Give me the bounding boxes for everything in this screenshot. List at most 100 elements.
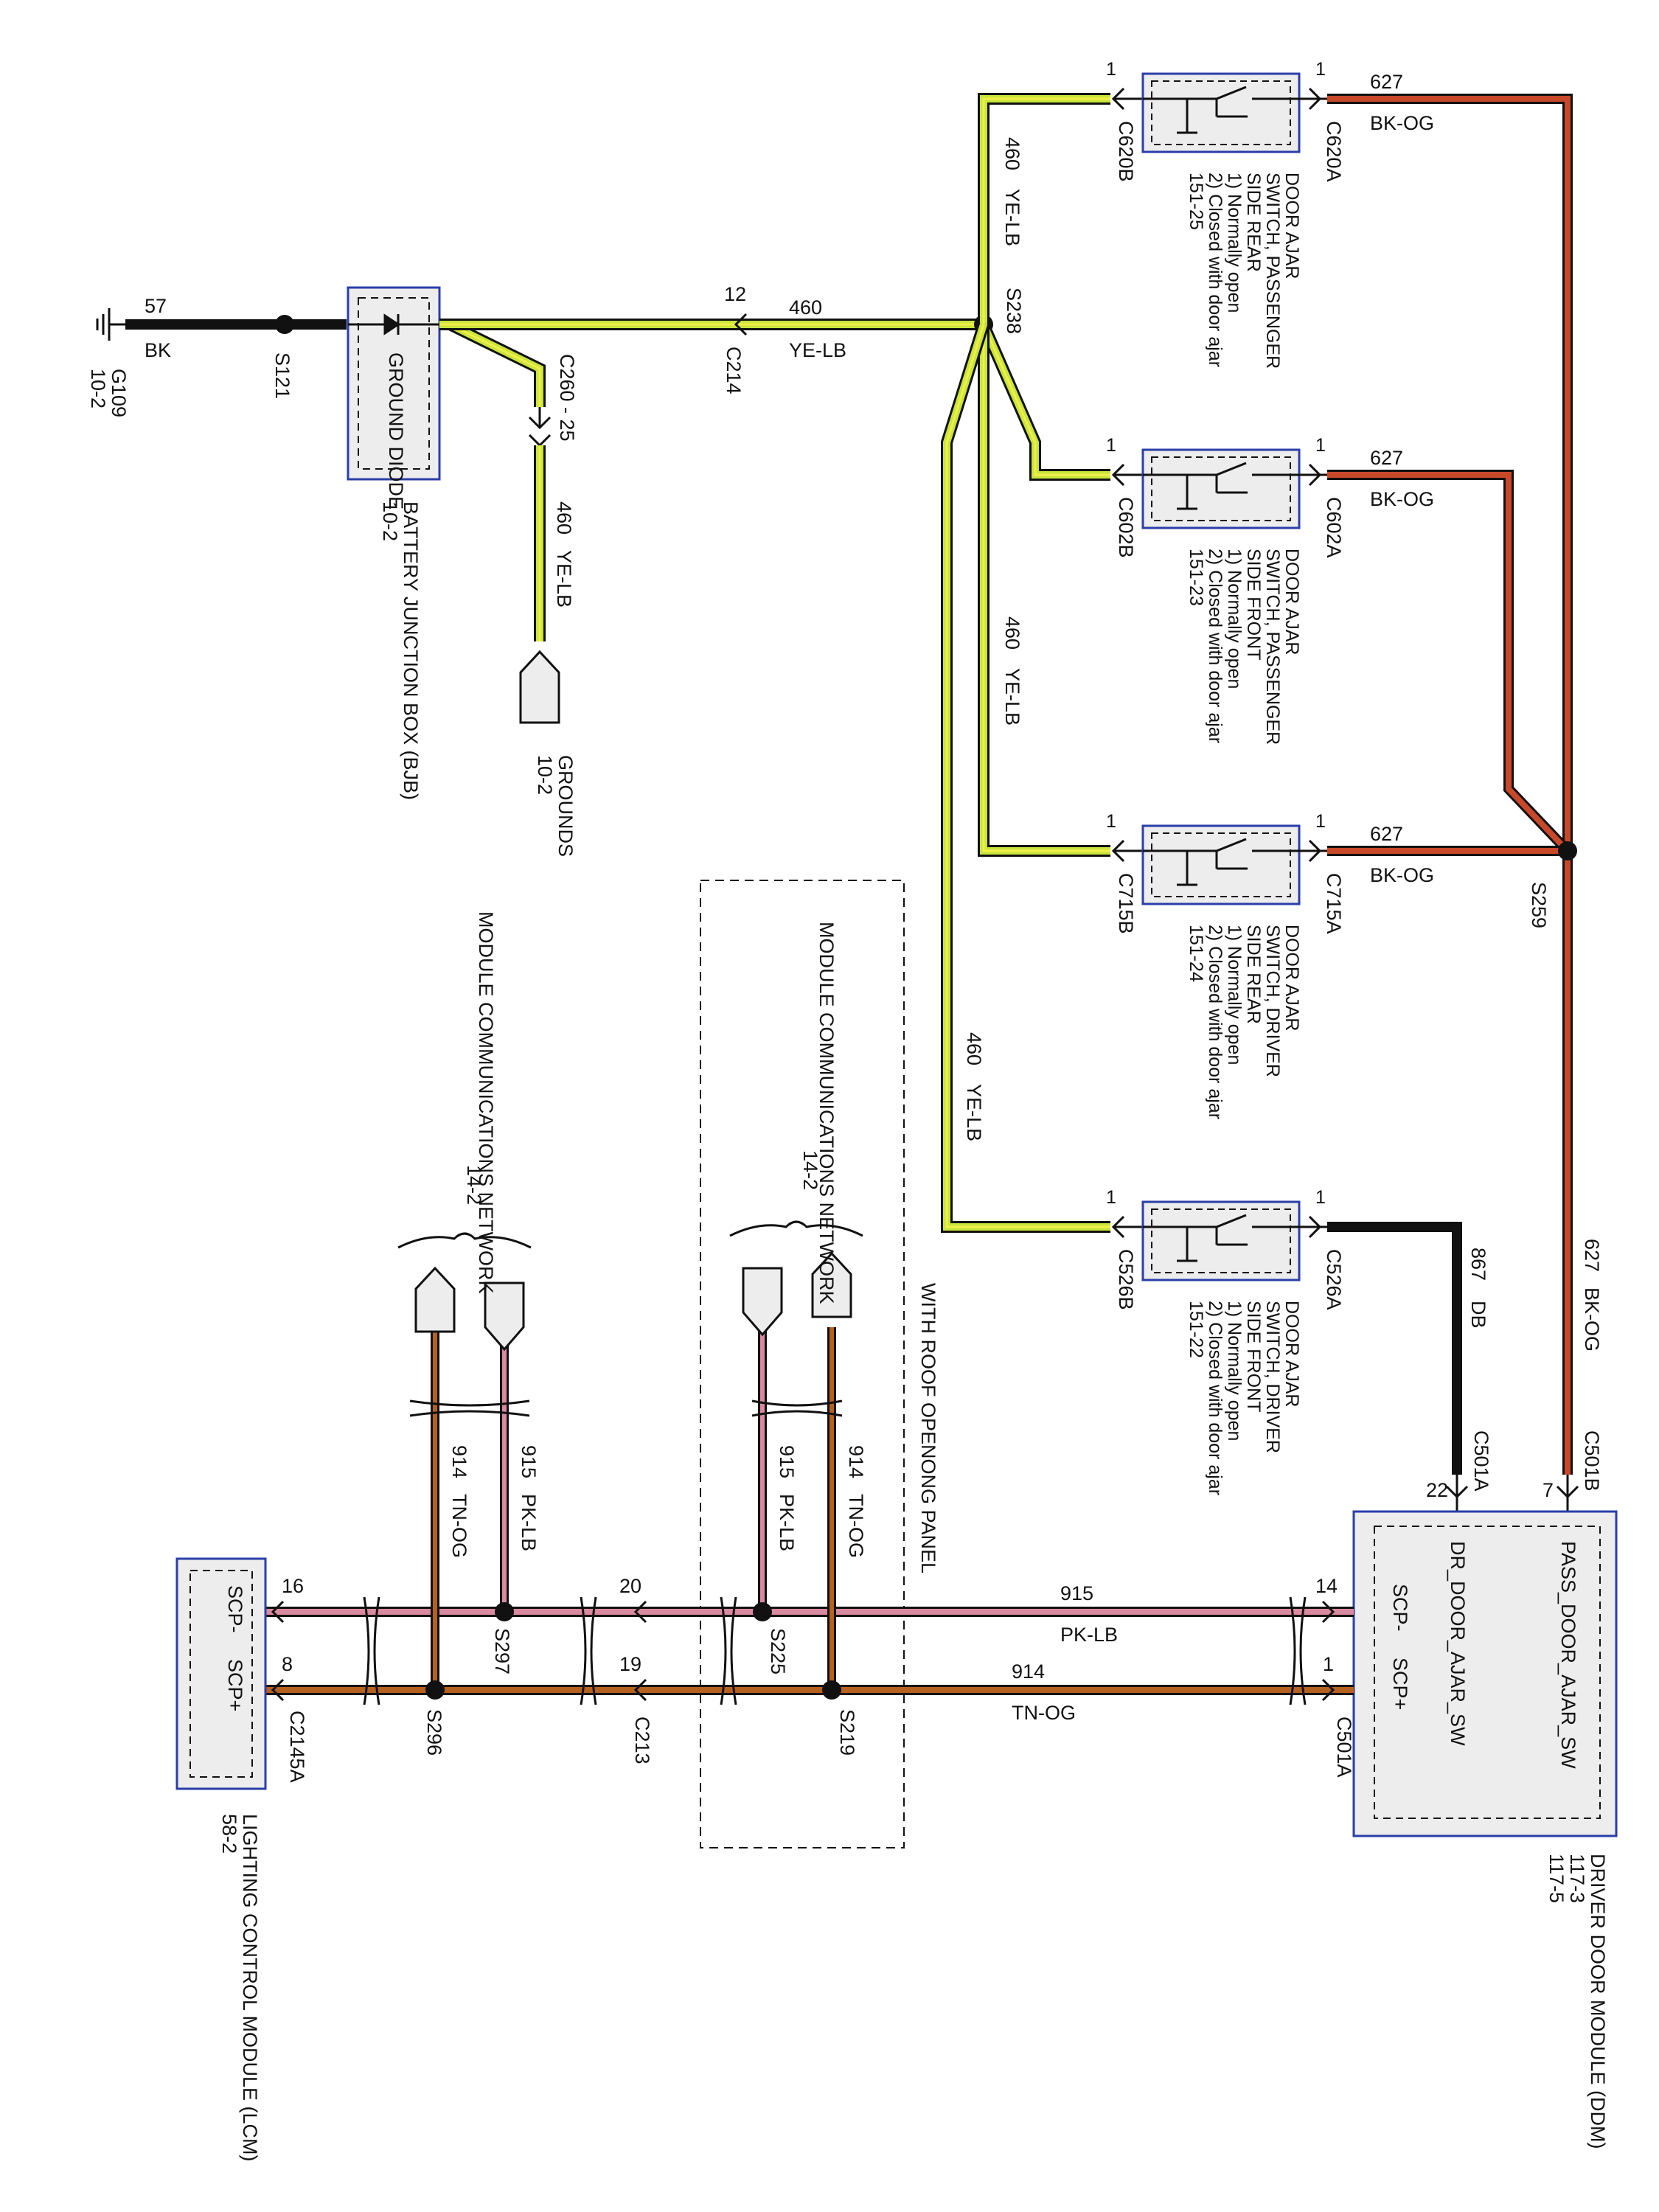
wire-867-db	[1327, 1222, 1462, 1475]
svg-text:2) Closed with door ajar: 2) Closed with door ajar	[1205, 549, 1225, 743]
sw1-wire-num: 627	[1370, 71, 1403, 93]
v-914-color: TN-OG	[448, 1494, 470, 1558]
v2-915-color: PK-LB	[776, 1494, 798, 1551]
ground-circuit: 57 BK G109 10-2 S121 GROUND DIODE BATTER…	[87, 283, 1025, 857]
svg-text:2) Closed with door ajar: 2) Closed with door ajar	[1205, 925, 1225, 1119]
sw4-wire-num: 867	[1467, 1248, 1489, 1281]
svg-text:DOOR AJAR: DOOR AJAR	[1281, 925, 1302, 1031]
sw2-wire-color: BK-OG	[1370, 488, 1434, 510]
wire-460-b1-color: YE-LB	[1001, 189, 1023, 246]
svg-text:SIDE FRONT: SIDE FRONT	[1243, 549, 1264, 660]
s296-label: S296	[423, 1709, 445, 1756]
sw3-wire-color: BK-OG	[1370, 864, 1434, 886]
svg-text:C715A: C715A	[1323, 873, 1345, 934]
wire-914-num: 914	[1012, 1660, 1045, 1683]
splice-s219	[822, 1680, 841, 1700]
svg-text:SWITCH, PASSENGER: SWITCH, PASSENGER	[1262, 173, 1283, 369]
v-914-num: 914	[448, 1445, 470, 1478]
mcn2-ref: 14-2	[799, 1150, 821, 1190]
lcm-module	[175, 1557, 267, 1790]
wire-914-color: TN-OG	[1012, 1702, 1076, 1724]
wire-460-b3-color: YE-LB	[963, 1084, 985, 1141]
s259-label: S259	[1528, 882, 1550, 928]
svg-text:SWITCH, DRIVER: SWITCH, DRIVER	[1262, 1301, 1283, 1453]
c214-pin: 12	[724, 283, 746, 305]
wire-460-b2-num: 460	[1001, 616, 1023, 650]
svg-text:C715B: C715B	[1115, 873, 1137, 934]
door-ajar-switch-driver-rear: 1 1 C715B C715A DOOR AJAR SWITCH, DRIVER…	[1106, 811, 1345, 1119]
svg-text:2) Closed with door ajar: 2) Closed with door ajar	[1205, 1301, 1225, 1495]
svg-text:1) Normally open: 1) Normally open	[1224, 1301, 1245, 1441]
roof-label: WITH ROOF OPENONG PANEL	[917, 1283, 939, 1573]
wire-460-num: 460	[789, 296, 822, 319]
ground-symbol-icon	[96, 308, 125, 341]
grounds-connector	[519, 650, 560, 724]
sw1-wire-color: BK-OG	[1370, 112, 1434, 134]
svg-text:DOOR AJAR: DOOR AJAR	[1281, 549, 1302, 655]
v-915-num: 915	[518, 1445, 540, 1478]
c501a-label: C501A	[1333, 1717, 1355, 1778]
wire-460-b3-num: 460	[963, 1032, 985, 1065]
s121-label: S121	[271, 352, 293, 399]
svg-text:1: 1	[1106, 435, 1116, 456]
ddm-ref2: 117-5	[1545, 1854, 1568, 1903]
wire-915-color: PK-LB	[1060, 1624, 1118, 1646]
wire-460-down-num: 460	[553, 501, 575, 535]
pin-20: 20	[619, 1575, 641, 1597]
grounds-ref: 10-2	[534, 755, 556, 795]
g109-label: G109	[108, 369, 130, 417]
pin-1: 1	[1323, 1653, 1334, 1675]
sw2-wire-num: 627	[1370, 447, 1403, 469]
splice-s225	[753, 1602, 772, 1621]
diode-label: GROUND DIODE	[385, 352, 407, 509]
ddm-inner	[1374, 1526, 1601, 1819]
switch-contact-icon	[1143, 1214, 1299, 1262]
mcn-connector-914	[414, 1266, 456, 1333]
c213-label: C213	[631, 1717, 653, 1764]
svg-text:1: 1	[1106, 1187, 1116, 1208]
svg-text:DOOR AJAR: DOOR AJAR	[1281, 1301, 1302, 1407]
lcm-inner	[189, 1570, 253, 1778]
svg-text:1) Normally open: 1) Normally open	[1224, 549, 1245, 689]
diode-icon	[348, 313, 439, 335]
door-ajar-switch-driver-front: 1 1 C526B C526A DOOR AJAR SWITCH, DRIVER…	[1106, 1187, 1345, 1495]
c260-label: C260 - 25	[556, 354, 578, 442]
ddm-module	[1352, 1510, 1618, 1837]
ground-diode-box	[358, 297, 430, 470]
bjb-ref: 10-2	[379, 501, 401, 541]
sw3-wire-num: 627	[1370, 823, 1403, 845]
ddm-sig-pass: PASS_DOOR_AJAR_SW	[1557, 1541, 1579, 1769]
s219-label: S219	[836, 1709, 858, 1756]
svg-text:1: 1	[1106, 811, 1116, 832]
splice-s121	[275, 315, 294, 334]
mcn2-connector-914	[811, 1251, 852, 1318]
svg-text:SIDE REAR: SIDE REAR	[1243, 173, 1264, 272]
mcn2-brace-icon	[729, 1220, 863, 1237]
ddm-scp-plus: SCP+	[1389, 1658, 1411, 1710]
wire-57-color: BK	[145, 339, 171, 361]
svg-text:1: 1	[1315, 811, 1326, 832]
bjb-label: BATTERY JUNCTION BOX (BJB)	[400, 501, 422, 800]
svg-text:151-24: 151-24	[1186, 925, 1206, 982]
bjb-module	[347, 286, 441, 481]
svg-text:1: 1	[1315, 1187, 1326, 1208]
roof-panel-boundary	[700, 880, 905, 1848]
door-ajar-switch-passenger-front: 1 1 C602B C602A DOOR AJAR SWITCH, PASSEN…	[1106, 435, 1345, 745]
svg-text:1: 1	[1106, 59, 1116, 80]
c501a-connector	[1321, 1600, 1335, 1702]
svg-text:151-22: 151-22	[1186, 1301, 1206, 1358]
svg-text:151-25: 151-25	[1186, 173, 1206, 230]
mcn2-label: MODULE COMMUNICATIONS NETWORK	[815, 922, 838, 1304]
svg-text:C602B: C602B	[1115, 497, 1137, 558]
ddm-sig-dr: DR_DOOR_AJAR_SW	[1447, 1541, 1469, 1746]
svg-text:C620B: C620B	[1115, 121, 1137, 182]
switch-contact-icon	[1143, 86, 1299, 134]
switch-contact-icon	[1143, 838, 1299, 886]
ddm-connectors	[1445, 1475, 1579, 1512]
wire-460-color: YE-LB	[789, 339, 846, 361]
twisted-pair-markers	[363, 1596, 1307, 1705]
c501a-top-label: C501A	[1470, 1430, 1492, 1492]
svg-text:1: 1	[1315, 435, 1326, 456]
lcm-name: LIGHTING CONTROL MODULE (LCM)	[239, 1814, 261, 2162]
pin-14: 14	[1315, 1575, 1338, 1597]
